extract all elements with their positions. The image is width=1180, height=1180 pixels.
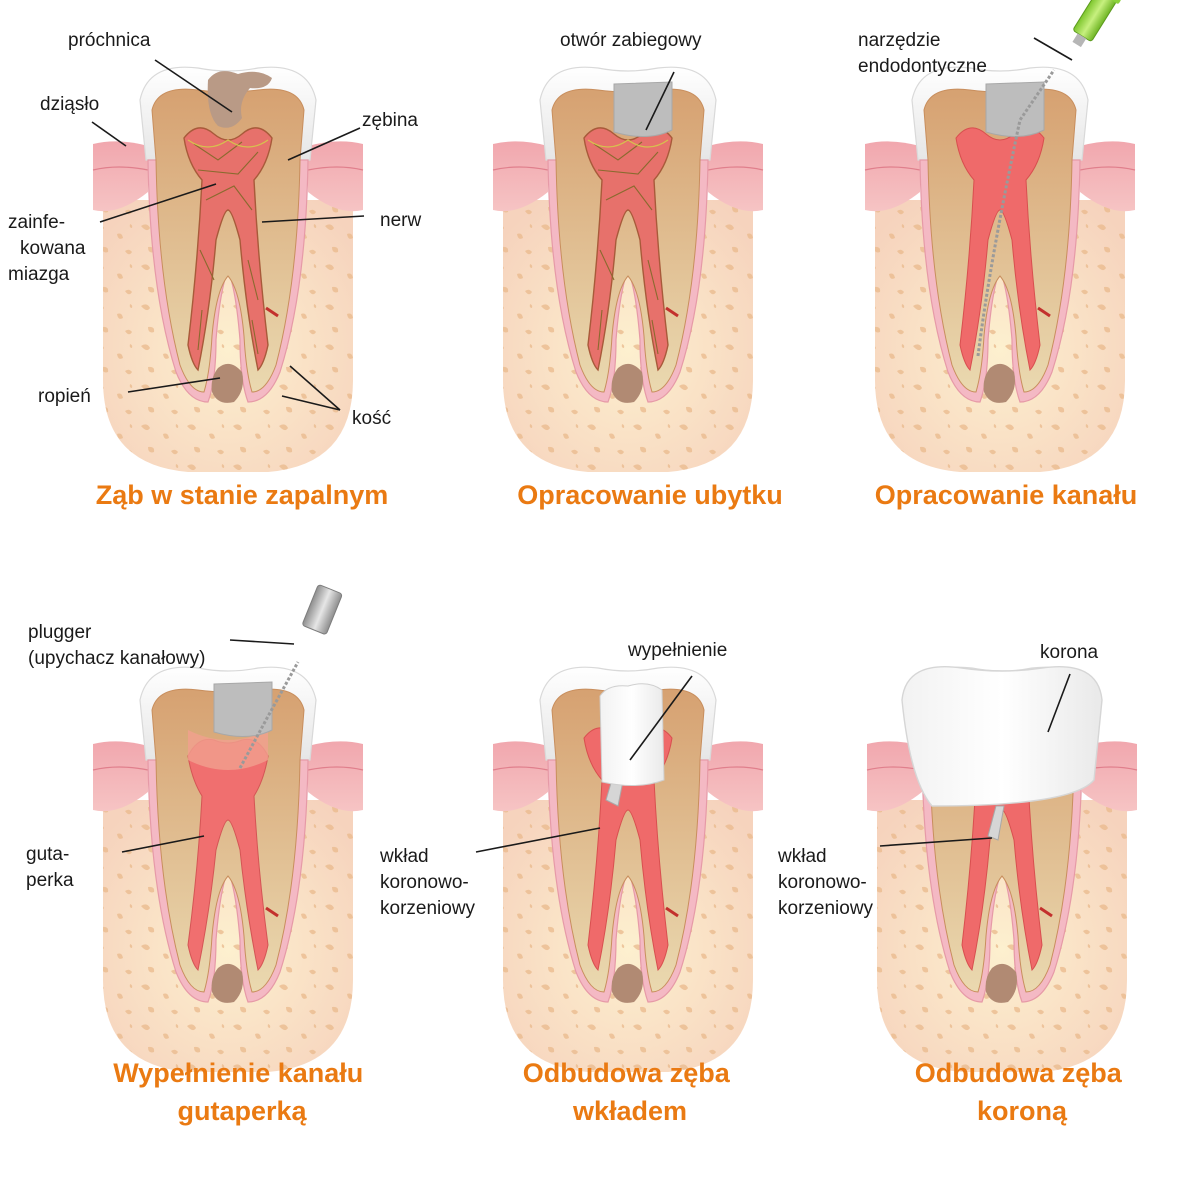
label-ropien: ropień bbox=[38, 386, 91, 407]
label-wypelnienie: wypełnienie bbox=[627, 640, 727, 661]
label-nerw: nerw bbox=[380, 210, 421, 231]
caption-canal-prep: Opracowanie kanału bbox=[875, 480, 1138, 510]
leader-lines bbox=[91, 37, 1073, 853]
label-narzedzie: narzędzie endodontyczne bbox=[858, 30, 987, 77]
label-kosc: kość bbox=[352, 408, 391, 429]
label-gutaperka: guta- perka bbox=[26, 844, 75, 891]
label-korona: korona bbox=[1040, 642, 1099, 663]
label-zebina: zębina bbox=[362, 110, 418, 131]
caption-canal-fill: Wypełnienie kanału gutaperką bbox=[113, 1058, 371, 1126]
label-wklad-post: wkład koronowo- korzeniowy bbox=[379, 846, 476, 919]
labels: próchnica dziąsło zębina zainfe- kowana … bbox=[8, 30, 1099, 919]
panel-inflamed-tooth bbox=[92, 66, 364, 473]
panel-canal-fill bbox=[92, 584, 364, 1073]
panel-canal-prep bbox=[864, 0, 1136, 473]
label-dziaslo: dziąsło bbox=[40, 94, 99, 115]
captions: Ząb w stanie zapalnym Opracowanie ubytku… bbox=[96, 480, 1138, 1126]
label-wklad-crown: wkład koronowo- korzeniowy bbox=[777, 846, 874, 919]
caption-inflamed: Ząb w stanie zapalnym bbox=[96, 480, 389, 510]
label-miazga: zainfe- kowana miazga bbox=[8, 212, 91, 285]
panel-crown-restoration bbox=[866, 666, 1138, 1073]
panel-post-restoration bbox=[492, 666, 764, 1073]
label-prochnica: próchnica bbox=[68, 30, 151, 51]
endodontic-file-icon bbox=[1072, 0, 1121, 48]
label-plugger: plugger (upychacz kanałowy) bbox=[28, 622, 205, 669]
caption-crown-restoration: Odbudowa zęba koroną bbox=[915, 1058, 1130, 1126]
plugger-icon bbox=[302, 584, 343, 635]
caption-cavity-prep: Opracowanie ubytku bbox=[517, 480, 783, 510]
panel-cavity-prep bbox=[492, 66, 764, 473]
caption-post-restoration: Odbudowa zęba wkładem bbox=[523, 1058, 738, 1126]
label-otwor: otwór zabiegowy bbox=[560, 30, 702, 51]
